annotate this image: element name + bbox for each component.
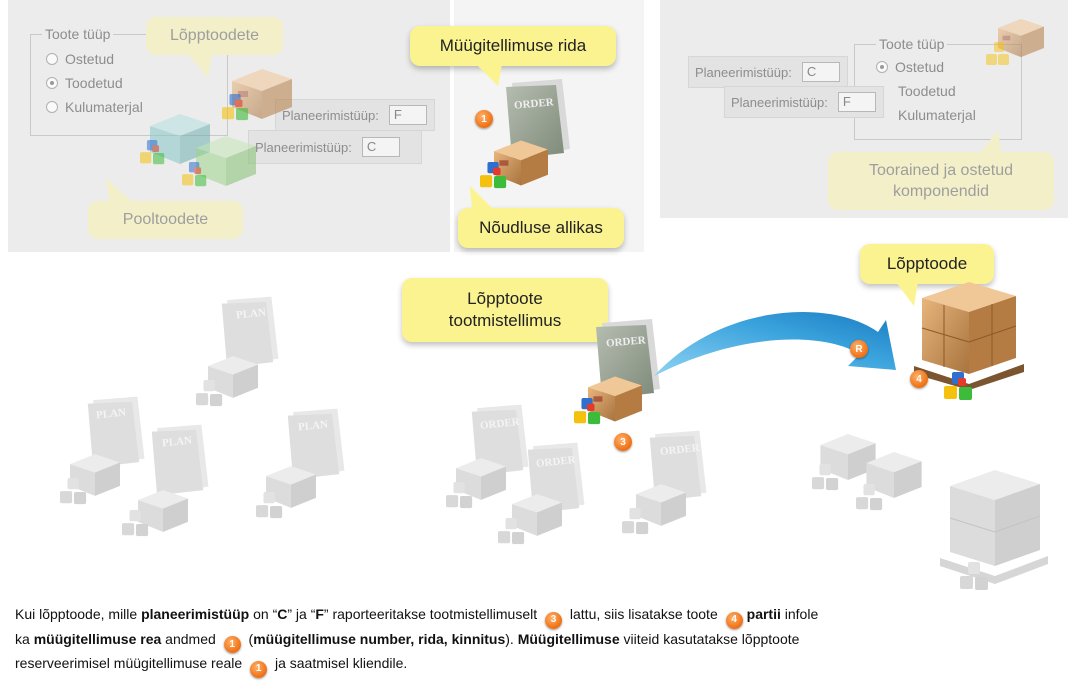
cubes-blue-icon (140, 140, 166, 166)
report-arrow-icon (654, 311, 896, 376)
order-cubes-grey-icon (622, 508, 650, 536)
product-type-title-right: Toote tüüp (876, 36, 948, 52)
raw-cubes-icon (986, 42, 1009, 65)
order-cubes-grey-icon (446, 482, 474, 510)
callout-pointer-finished (188, 54, 212, 78)
radio-consumable[interactable]: Kulumaterjal (46, 99, 143, 115)
production-order-cubes-icon (574, 398, 602, 426)
radio-dot-selected (46, 77, 58, 89)
right-panel: Toote tüüp Ostetud Toodetud Kulumaterjal… (660, 0, 1068, 218)
description-line-3: reserveerimisel müügitellimuse reale 1 j… (15, 653, 1060, 678)
radio-consumable-right[interactable]: Kulumaterjal (898, 107, 976, 123)
description-text: Kui lõpptoode, mille planeerimistüüp on … (15, 604, 1060, 678)
finished-cubes-icon (944, 372, 974, 402)
plan-cubes-icon (122, 510, 150, 538)
callout-raw-materials: Toorained ja ostetud komponendid (828, 152, 1054, 210)
radio-dot (46, 53, 58, 65)
callout-pointer-raw (978, 130, 1002, 156)
badge-3-inline: 3 (545, 611, 562, 629)
callout-pointer-demand (470, 186, 494, 210)
badge-3: 3 (614, 433, 632, 451)
planning-type-field-c-right: Planeerimistüüp:C (688, 56, 848, 88)
callout-pointer-sales (476, 64, 502, 86)
left-panel: Toote tüüp Ostetud Toodetud Kulumaterjal… (8, 0, 450, 252)
callout-finished-products: Lõpptoodete (146, 17, 283, 55)
cubes-green-icon (182, 162, 208, 188)
badge-r: R (850, 340, 868, 358)
stock-cubes-grey-icon (856, 484, 884, 512)
radio-produced[interactable]: Toodetud (46, 75, 123, 91)
radio-dot-selected (876, 61, 888, 73)
callout-pointer-product (896, 282, 918, 306)
cubes-icon (222, 94, 250, 122)
planning-type-field-c: Planeerimistüüp:C (248, 130, 422, 164)
description-line-2: ka müügitellimuse rea andmed 1 (müügitel… (15, 629, 1060, 653)
badge-4-inline: 4 (725, 611, 743, 629)
callout-semi-products: Pooltoodete (88, 201, 243, 239)
planning-type-field-f-right: Planeerimistüüp:F (724, 86, 884, 118)
callout-pointer-semi (106, 178, 134, 204)
radio-dot (46, 101, 58, 113)
pallet-cubes-grey-icon (960, 562, 990, 592)
radio-produced-right[interactable]: Toodetud (898, 83, 956, 99)
product-type-groupbox (30, 34, 228, 136)
order-cubes-grey-icon (498, 518, 526, 546)
callout-production-order: Lõpptoote tootmistellimus (402, 278, 608, 342)
plan-cubes-icon (60, 478, 88, 506)
badge-1-inline: 1 (223, 636, 241, 653)
stock-cubes-grey-icon (812, 464, 840, 492)
radio-purchased[interactable]: Ostetud (46, 51, 114, 67)
radio-purchased-right[interactable]: Ostetud (876, 59, 944, 75)
pallet-grey-icon (940, 470, 1048, 584)
badge-1-inline: 1 (250, 660, 268, 678)
product-type-title: Toote tüüp (42, 26, 114, 42)
finished-pallet-icon (914, 282, 1024, 390)
callout-demand-source: Nõudluse allikas (458, 208, 624, 248)
badge-4: 4 (910, 370, 928, 388)
planning-type-field-f: Planeerimistüüp:F (275, 99, 435, 131)
description-line-1: Kui lõpptoode, mille planeerimistüüp on … (15, 604, 1060, 629)
callout-sales-order-line: Müügitellimuse rida (410, 26, 616, 66)
plan-cubes-icon (256, 492, 284, 520)
plan-cubes-icon (196, 380, 224, 408)
badge-1: 1 (475, 110, 493, 128)
callout-finished-product: Lõpptoode (860, 244, 994, 284)
